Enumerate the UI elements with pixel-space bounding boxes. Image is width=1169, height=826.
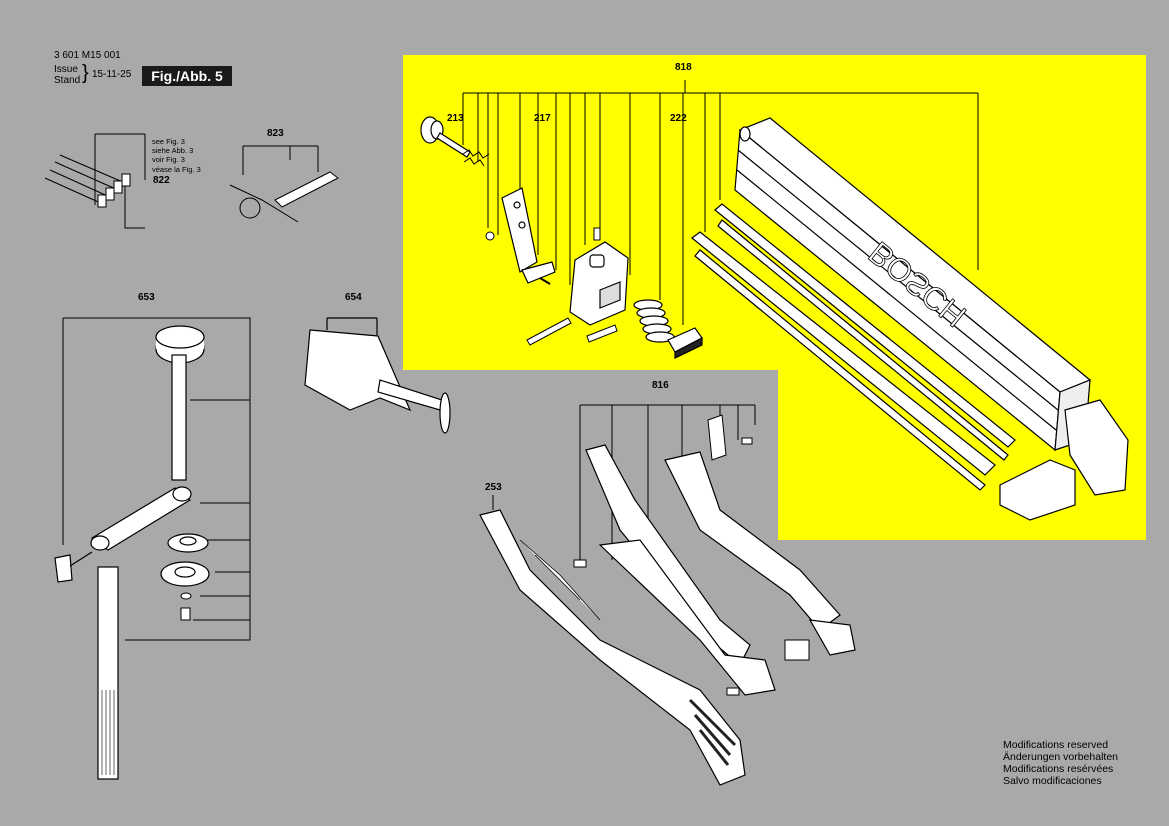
ref-217: 217 (534, 113, 551, 124)
wing-bolt (54, 551, 93, 583)
modifications-note: Modifications reserved Änderungen vorbeh… (1003, 739, 1118, 787)
support-arm (585, 444, 776, 696)
ref-222: 222 (670, 113, 687, 124)
small-screw (180, 607, 191, 621)
washer-bottom (160, 561, 210, 587)
lever-pin (586, 324, 618, 343)
see-fig-line-2: siehe Abb. 3 (152, 146, 193, 155)
ref-213: 213 (447, 113, 464, 124)
clamp-housing (569, 241, 629, 326)
modifications-line-1: Modifications reserved (1003, 739, 1109, 751)
support-bracket (664, 451, 856, 656)
washer-top (167, 533, 209, 553)
see-fig-line-3: voir Fig. 3 (152, 155, 185, 164)
screw-left (573, 559, 587, 568)
compression-spring (633, 299, 675, 343)
cap-part (784, 639, 810, 661)
leader-653 (62, 317, 251, 641)
document-number: 3 601 M15 001 (54, 50, 121, 61)
key-wrench-group (229, 145, 339, 223)
clip-part (707, 414, 727, 461)
modifications-line-2: Änderungen vorbehalten (1003, 751, 1119, 763)
issue-label: Issue (54, 64, 78, 75)
issue-brace: } (82, 62, 89, 84)
modifications-line-4: Salvo modificaciones (1003, 775, 1102, 787)
slider-block (667, 327, 703, 359)
knob-part (420, 116, 471, 158)
issue-date: 15-11-25 (92, 69, 132, 80)
cable-clip-group (44, 133, 146, 229)
figure-label: Fig./Abb. 5 (142, 66, 232, 86)
screw-small (539, 277, 551, 285)
locking-plate (501, 187, 556, 284)
ref-818: 818 (675, 62, 692, 73)
ref-654: 654 (345, 292, 362, 303)
guide-rail-rear (714, 203, 1016, 461)
see-fig-line-4: véase la Fig. 3 (152, 165, 201, 174)
blade-guard (304, 317, 451, 434)
spring-small (462, 149, 490, 167)
see-fig-line-1: see Fig. 3 (152, 137, 185, 146)
thumb-knob (155, 325, 205, 481)
screw-816 (741, 437, 753, 445)
ref-653: 653 (138, 292, 155, 303)
pin-rod (526, 317, 572, 346)
fence-handle (999, 399, 1129, 521)
ref-822: 822 (153, 175, 170, 186)
extension-arm (479, 509, 746, 786)
clamp-arm (90, 486, 192, 551)
ref-816: 816 (652, 380, 669, 391)
post-rod (97, 566, 119, 780)
ref-253: 253 (485, 482, 502, 493)
stand-label: Stand (54, 75, 81, 86)
screw-top (593, 227, 601, 241)
screw-bottom (726, 687, 740, 696)
modifications-line-3: Modifications resérvées (1003, 763, 1114, 775)
nut-small (485, 231, 495, 241)
ref-823: 823 (267, 128, 284, 139)
guide-rail-front (691, 231, 996, 491)
small-ring (180, 592, 192, 600)
